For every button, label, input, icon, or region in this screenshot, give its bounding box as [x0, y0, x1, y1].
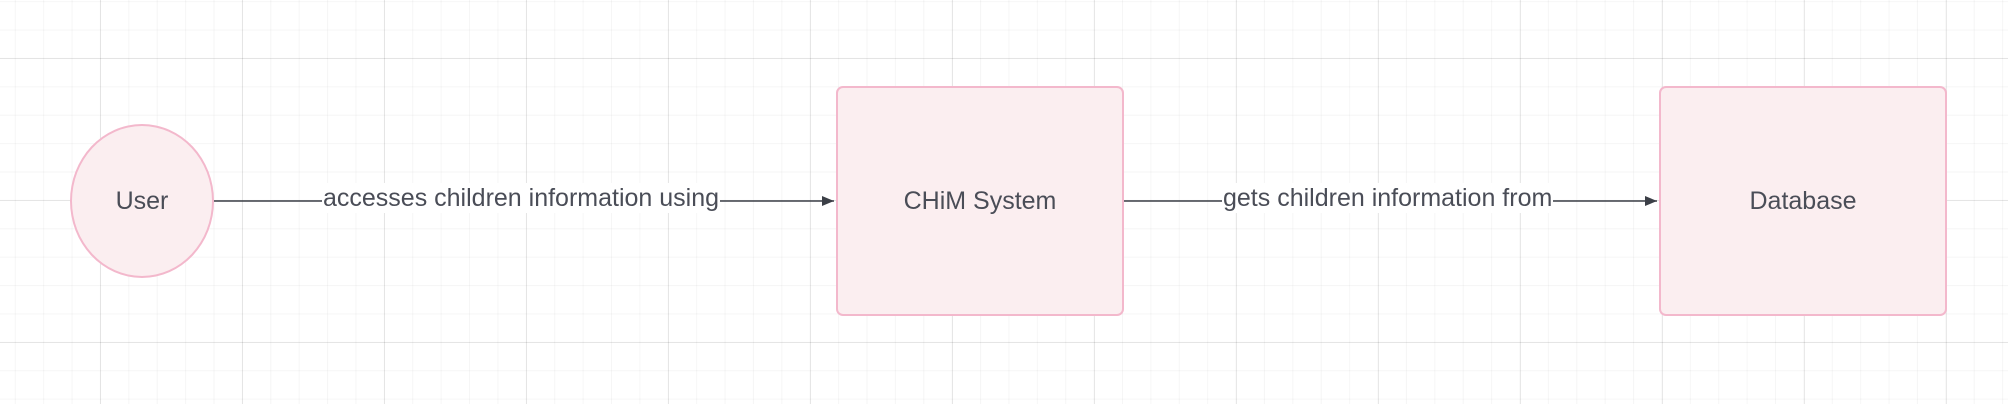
chim-system-node-label: CHiM System	[903, 186, 1057, 215]
edge-label-system-to-database: gets children information from	[1222, 183, 1554, 213]
chim-system-node[interactable]: CHiM System	[836, 86, 1124, 316]
database-node-label: Database	[1749, 186, 1857, 215]
database-node[interactable]: Database	[1659, 86, 1947, 316]
user-node-label: User	[115, 186, 169, 215]
edge-label-user-to-system: accesses children information using	[322, 183, 721, 213]
user-node[interactable]: User	[70, 124, 214, 278]
